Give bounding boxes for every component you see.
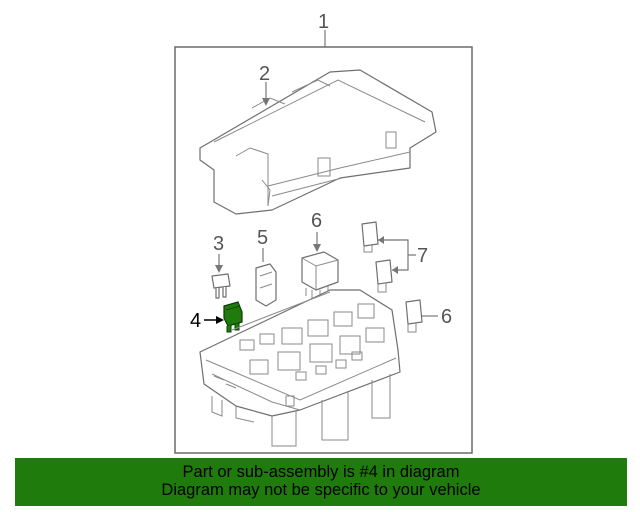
callout-5: 5 (257, 227, 268, 249)
callout-3: 3 (213, 233, 224, 255)
callout-6-relay: 6 (311, 210, 322, 232)
fuse-block-base (199, 289, 401, 447)
callout-2: 2 (259, 63, 270, 85)
micro-relay-upper (361, 221, 379, 253)
mini-fuse (211, 273, 231, 299)
cartridge-fuse (255, 263, 277, 307)
relay (301, 251, 339, 298)
callout-1: 1 (318, 11, 329, 33)
diagram-frame (174, 46, 473, 454)
banner-line-2: Diagram may not be specific to your vehi… (161, 481, 481, 499)
callout-4: 4 (190, 310, 201, 332)
micro-relay-right (405, 299, 423, 333)
micro-relay-lower (375, 259, 393, 293)
callout-6-right: 6 (441, 306, 452, 328)
callout-7: 7 (417, 245, 428, 267)
fuse-box-cover (199, 69, 437, 215)
info-banner: Part or sub-assembly is #4 in diagram Di… (15, 458, 627, 506)
banner-line-1: Part or sub-assembly is #4 in diagram (182, 463, 460, 481)
fuse-highlighted (223, 301, 243, 333)
parts-diagram: 1 2 3 5 6 (174, 11, 473, 454)
